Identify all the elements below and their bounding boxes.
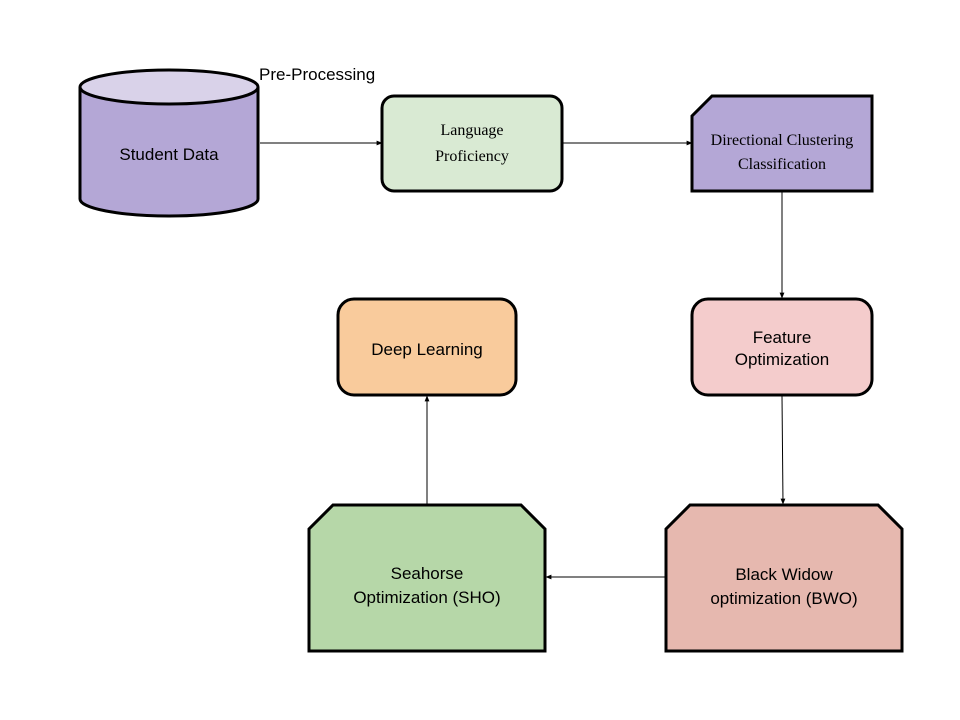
feature-optimization-label-line: Feature <box>753 328 812 347</box>
seahorse-label-line: Seahorse <box>391 564 464 583</box>
node-student-data: Student Data <box>78 68 260 218</box>
directional-clustering-box <box>690 94 874 193</box>
edge-feature-to-bwo <box>780 395 786 505</box>
directional-clustering-label-line: Classification <box>738 156 826 173</box>
student-data-label: Student Data <box>119 145 219 164</box>
language-proficiency-label-line: Proficiency <box>435 148 509 165</box>
edges <box>260 140 786 580</box>
student-data-label-line: Student Data <box>119 145 219 164</box>
student-data-cylinder-top <box>78 68 260 106</box>
student-data-cylinder-body <box>78 87 260 218</box>
black-widow-label: Black Widow optimization (BWO) <box>710 565 857 608</box>
feature-optimization-label-line: Optimization <box>735 350 829 369</box>
deep-learning-label: Deep Learning <box>371 340 483 359</box>
language-proficiency-box <box>380 94 564 193</box>
black-widow-label-line: optimization (BWO) <box>710 589 857 608</box>
black-widow-box <box>664 503 904 653</box>
feature-optimization-box <box>690 297 874 397</box>
node-black-widow: Black Widow optimization (BWO) <box>664 503 904 653</box>
edge-label-pre-processing: Pre-Processing <box>259 65 375 84</box>
node-deep-learning: Deep Learning <box>336 297 518 397</box>
directional-clustering-label-line: Directional Clustering <box>711 132 854 149</box>
language-proficiency-label-line: Language <box>440 122 503 139</box>
seahorse-box <box>307 503 547 653</box>
deep-learning-box <box>336 297 518 397</box>
deep-learning-label-line: Deep Learning <box>371 340 483 359</box>
black-widow-label-line: Black Widow <box>735 565 833 584</box>
seahorse-label-line: Optimization (SHO) <box>353 588 500 607</box>
